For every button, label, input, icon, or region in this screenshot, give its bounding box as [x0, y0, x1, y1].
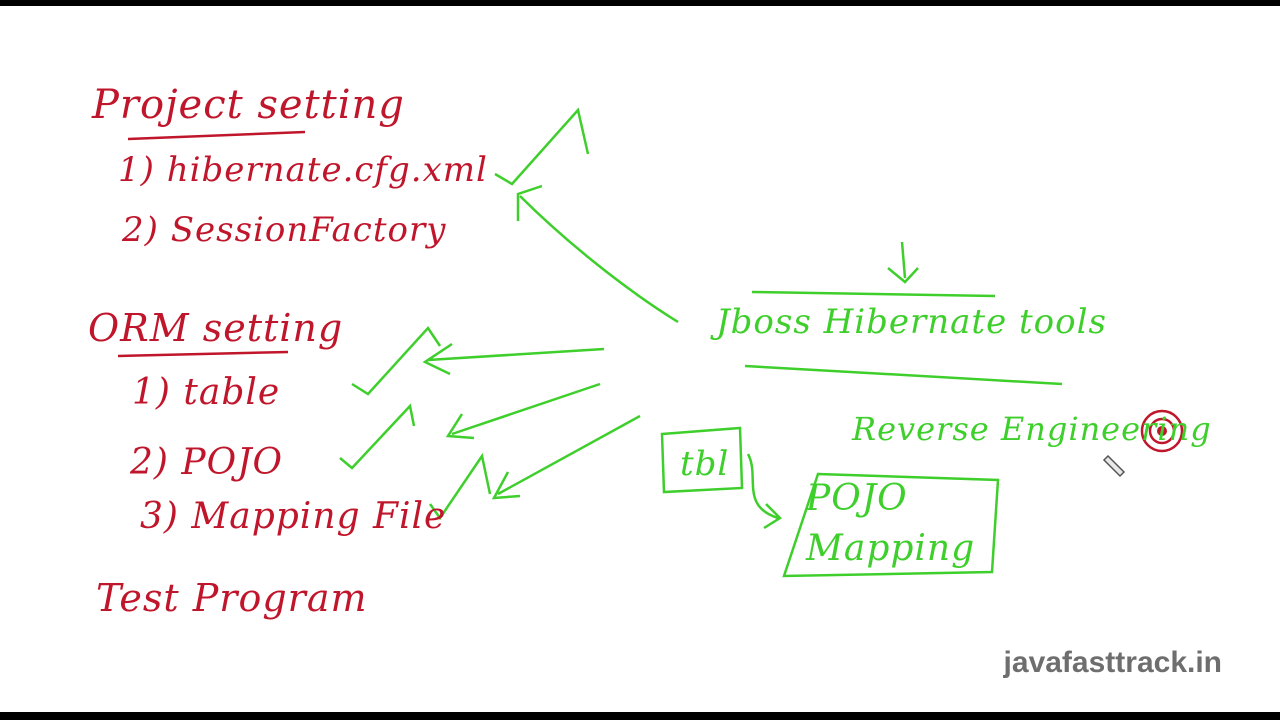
tool-top-line: [751, 290, 996, 298]
arrow-tbl-to-pojo: [746, 453, 782, 530]
arrow-to-mapping: [491, 414, 641, 500]
watermark: javafasttrack.in: [1003, 646, 1222, 679]
pojo-mapping-box: [782, 472, 1000, 578]
arrow-to-table: [445, 382, 601, 440]
mapping-label: Mapping: [806, 528, 976, 569]
project-setting-heading: Project setting: [92, 82, 405, 128]
pojo-label: POJO: [806, 478, 908, 519]
arrow-to-orm-setting: [422, 342, 605, 376]
tbl-box-label: tbl: [680, 444, 730, 484]
tbl-box: [660, 426, 744, 494]
check-mark-4: [428, 452, 492, 521]
orm-underline: [117, 350, 289, 358]
orm-setting-heading: ORM setting: [88, 306, 344, 350]
check-mark-3: [339, 403, 416, 470]
reverse-engineering-label: Reverse Engineering: [852, 410, 1212, 448]
orm-item-table: 1) table: [132, 372, 281, 413]
ink-strokes: [117, 107, 1184, 578]
check-mark-2: [351, 325, 442, 396]
arrow-to-project: [519, 195, 679, 324]
project-underline: [127, 130, 306, 141]
test-program-label: Test Program: [96, 576, 368, 620]
project-item-session-factory: 2) SessionFactory: [122, 210, 447, 250]
project-item-hibernate-cfg: 1) hibernate.cfg.xml: [118, 150, 488, 190]
jboss-hibernate-tools-label: Jboss Hibernate tools: [716, 302, 1107, 342]
pencil-pointer-icon: [1102, 454, 1126, 478]
tool-bottom-line: [744, 364, 1063, 386]
orm-item-pojo: 2) POJO: [130, 442, 284, 483]
orm-item-mapping-file: 3) Mapping File: [140, 496, 447, 537]
down-arrow: [887, 241, 919, 284]
check-mark-1: [494, 107, 590, 186]
target-cursor-icon: [1140, 409, 1184, 453]
whiteboard: Project setting 1) hibernate.cfg.xml 2) …: [0, 6, 1280, 712]
